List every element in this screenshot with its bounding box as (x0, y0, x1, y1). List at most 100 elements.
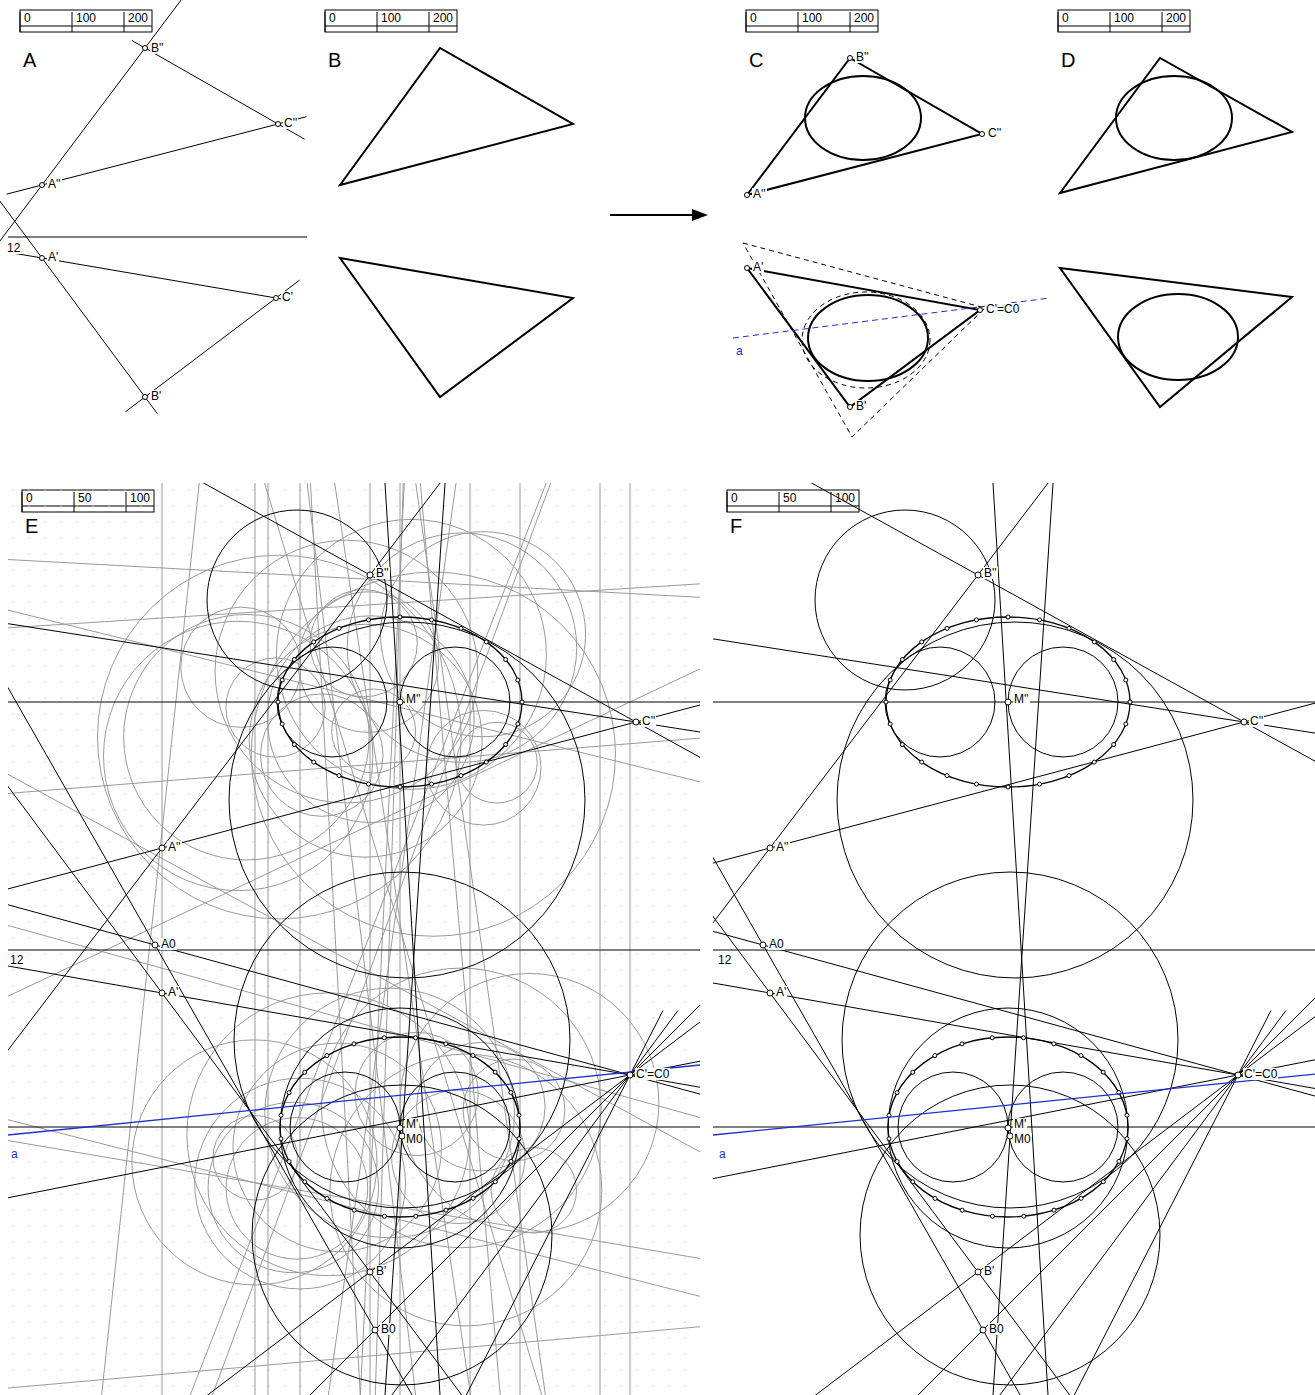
construction-line (420, 483, 500, 1395)
point-marker (895, 1091, 899, 1095)
point-marker (398, 785, 402, 789)
point-marker (1038, 782, 1042, 786)
point-label: A0 (160, 938, 177, 950)
point-marker (1235, 1072, 1241, 1078)
point-label: A' (167, 986, 179, 998)
point-label: C'' (1249, 715, 1264, 727)
construction-line (713, 944, 1315, 1124)
scale-number: 0 (23, 12, 32, 24)
point-marker (945, 774, 949, 778)
point-marker (398, 615, 402, 619)
point-marker (767, 845, 773, 851)
point-marker (1067, 774, 1071, 778)
scale-number: 0 (1061, 12, 1070, 24)
point-marker (1101, 1070, 1105, 1074)
panel-letter: E (24, 516, 39, 536)
point-marker (1124, 722, 1128, 726)
point-marker (980, 132, 985, 137)
scale-number: 100 (75, 12, 97, 24)
construction-line (713, 483, 1049, 1395)
point-marker (990, 1036, 994, 1040)
construction-line (265, 483, 542, 1395)
point-marker (280, 678, 284, 682)
conic-curve (886, 617, 1130, 787)
point-marker (279, 1137, 283, 1141)
axis-label: a (718, 1148, 727, 1160)
point-marker (911, 1070, 915, 1074)
construction-line (520, 483, 521, 1395)
construction-line (8, 1118, 700, 1297)
point-marker (975, 572, 981, 578)
point-marker (1128, 700, 1132, 704)
construction-line (307, 483, 415, 1395)
point-marker (1005, 1125, 1011, 1131)
point-marker (484, 640, 488, 644)
point-marker (414, 1214, 418, 1218)
point-marker (471, 1196, 475, 1200)
scale-number: 100 (801, 12, 823, 24)
point-marker (143, 395, 148, 400)
point-marker (627, 1072, 633, 1078)
construction-line (0, 175, 157, 414)
construction-line (388, 1011, 663, 1395)
point-marker (287, 1160, 291, 1164)
scale-number: 0 (730, 492, 739, 504)
construction-line (278, 1011, 678, 1395)
point-marker (382, 1036, 386, 1040)
point-label: M'' (405, 693, 422, 705)
construction-line (132, 40, 305, 139)
point-marker (325, 1054, 329, 1058)
point-marker (159, 990, 165, 996)
point-marker (884, 700, 888, 704)
scale-number: 200 (1165, 12, 1187, 24)
point-marker (980, 1327, 986, 1333)
scale-bar (727, 490, 859, 512)
conic-curve (278, 617, 522, 787)
point-label: M' (1013, 1118, 1027, 1130)
point-marker (382, 1214, 386, 1218)
point-marker (1022, 1036, 1026, 1040)
conic-curve (808, 295, 928, 381)
point-marker (372, 1327, 378, 1333)
point-marker (517, 1137, 521, 1141)
construction-line (8, 1127, 700, 1128)
construction-line (8, 584, 700, 628)
point-marker (397, 1125, 403, 1131)
point-marker (767, 990, 773, 996)
construction-line (51, 483, 700, 840)
point-marker (1052, 1042, 1056, 1046)
point-marker (366, 618, 370, 622)
point-label: B'' (375, 567, 390, 579)
point-marker (1006, 615, 1010, 619)
point-marker (1125, 1113, 1129, 1117)
point-marker (911, 1180, 915, 1184)
point-label: B' (150, 390, 162, 402)
point-label: A' (775, 986, 787, 998)
point-label: B' (375, 1265, 387, 1277)
scale-number: 50 (77, 492, 92, 504)
point-marker (504, 658, 508, 662)
point-marker (745, 266, 750, 271)
point-label: A'' (167, 841, 182, 853)
point-marker (367, 572, 373, 578)
construction-line (713, 917, 1315, 1395)
point-marker (366, 782, 370, 786)
point-marker (280, 722, 284, 726)
point-marker (459, 774, 463, 778)
point-label: 12 (9, 954, 24, 966)
construction-line (993, 483, 1053, 1395)
point-marker (1067, 626, 1071, 630)
construction-line (996, 1011, 1271, 1395)
point-marker (493, 1070, 497, 1074)
point-marker (274, 296, 279, 301)
construction-line (300, 483, 301, 1395)
construction-line (713, 483, 1315, 840)
point-marker (1124, 678, 1128, 682)
construction-line (8, 559, 700, 597)
point-marker (920, 760, 924, 764)
construction-line (328, 483, 456, 1395)
point-marker (504, 743, 508, 747)
point-marker (287, 1091, 291, 1095)
conic-curve (1116, 76, 1232, 160)
point-marker (848, 405, 853, 410)
